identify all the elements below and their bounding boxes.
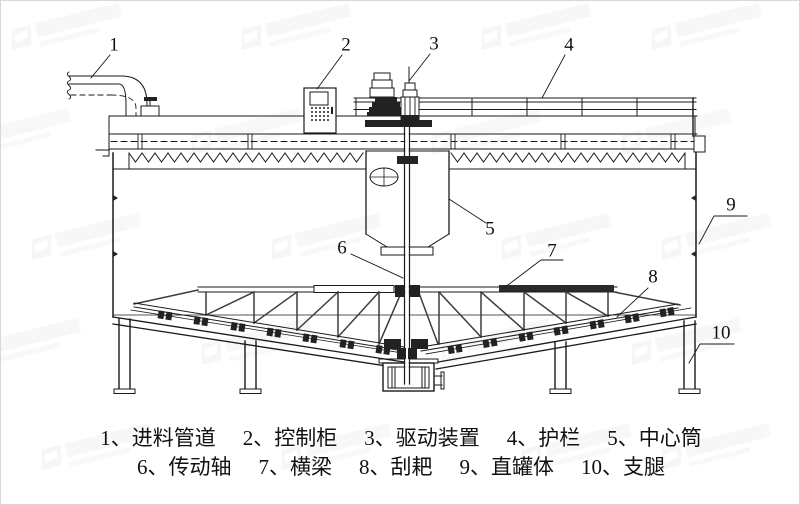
control-cabinet — [303, 87, 337, 134]
callout-8: 8 — [648, 266, 658, 288]
callout-2: 2 — [341, 34, 351, 56]
legend-item: 2、控制柜 — [242, 426, 338, 450]
legend-row-2: 6、传动轴 7、横梁 8、刮耙 9、直罐体 10、支腿 — [1, 453, 799, 481]
legend-item: 3、驱动装置 — [364, 426, 480, 450]
legend-item: 10、支腿 — [581, 455, 665, 479]
legend-item: 4、护栏 — [506, 426, 581, 450]
legend-item: 8、刮耙 — [359, 455, 433, 479]
discharge-box — [378, 358, 445, 392]
callout-10: 10 — [711, 322, 731, 344]
callout-7: 7 — [547, 240, 557, 262]
legend-item: 7、横梁 — [258, 455, 333, 479]
feed-pipe — [66, 71, 148, 117]
truss-beam — [133, 285, 681, 352]
callout-6: 6 — [337, 237, 347, 259]
drive-shaft — [395, 126, 420, 385]
deck-valve — [140, 97, 160, 117]
rake-blades — [130, 307, 692, 356]
legend-row-1: 1、进料管道 2、控制柜 3、驱动装置 4、护栏 5、中心筒 — [1, 424, 799, 452]
legend-item: 9、直罐体 — [459, 455, 555, 479]
legend-item: 5、中心筒 — [607, 426, 702, 450]
tank-body — [112, 152, 697, 318]
drive-unit — [365, 66, 432, 127]
callout-leaders — [90, 53, 748, 364]
weld-marks — [113, 195, 696, 257]
overflow-weir — [112, 152, 697, 170]
callout-4: 4 — [564, 34, 574, 56]
support-legs — [113, 318, 701, 394]
callout-5: 5 — [485, 218, 495, 240]
callout-1: 1 — [109, 34, 119, 56]
legend-item: 1、进料管道 — [100, 426, 216, 450]
callout-9: 9 — [726, 194, 736, 216]
legend-item: 6、传动轴 — [137, 455, 232, 479]
cabinet-buttons — [311, 107, 333, 121]
callout-3: 3 — [429, 33, 439, 55]
